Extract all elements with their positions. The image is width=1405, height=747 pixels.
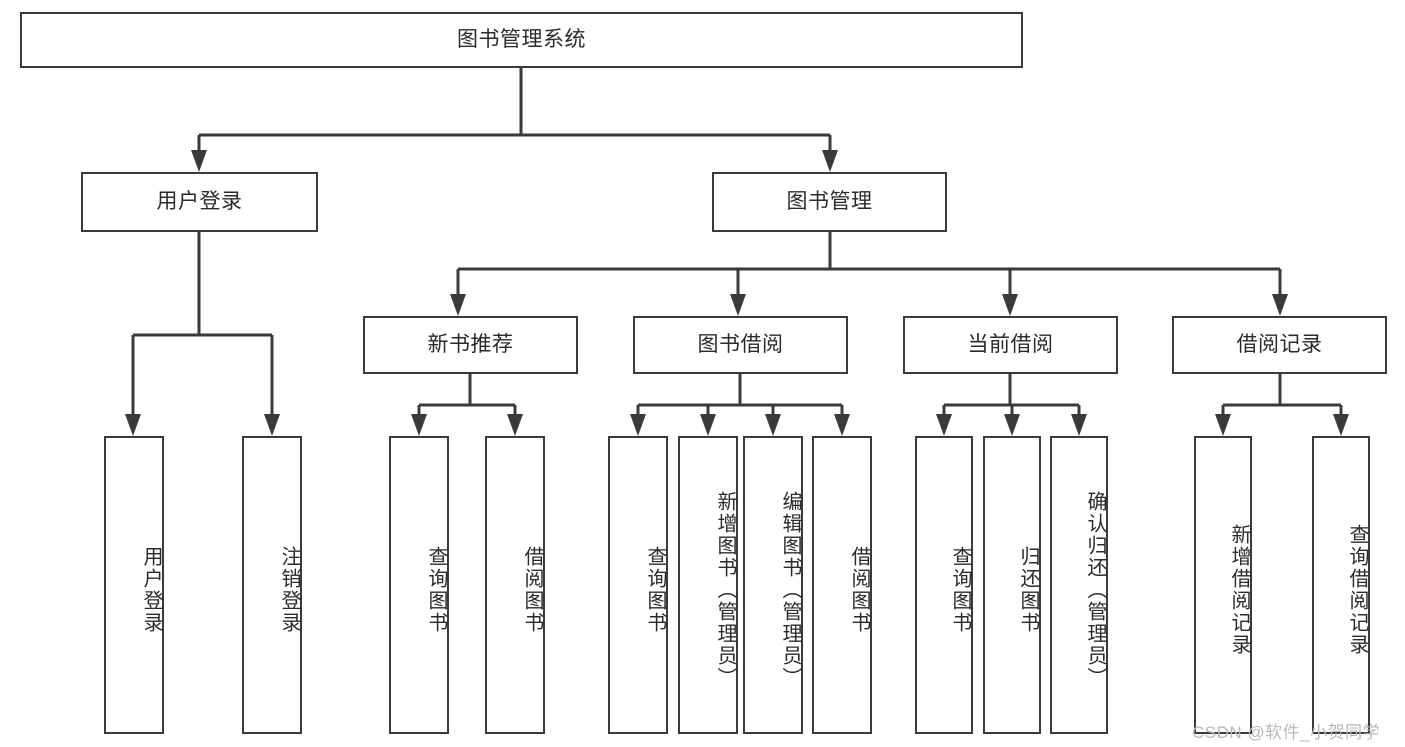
leaf-logout-label: 注销登录	[278, 546, 300, 634]
node-book-borrow[interactable]: 图书借阅	[633, 316, 848, 374]
leaf-newbook-borrow[interactable]: 借阅图书	[485, 436, 545, 734]
leaf-record-query-label: 查询借阅记录	[1346, 524, 1368, 656]
node-root-label: 图书管理系统	[457, 28, 586, 52]
leaf-current-confirm-return[interactable]: 确认归还（管理员）	[1050, 436, 1108, 734]
leaf-borrow-add-book-label: 新增图书（管理员）	[714, 491, 736, 689]
node-book-manage[interactable]: 图书管理	[712, 172, 947, 232]
node-new-book-recommend[interactable]: 新书推荐	[363, 316, 578, 374]
node-current-borrow-label: 当前借阅	[967, 333, 1054, 357]
node-borrow-records-label: 借阅记录	[1236, 333, 1323, 357]
leaf-record-query[interactable]: 查询借阅记录	[1312, 436, 1370, 734]
leaf-newbook-query[interactable]: 查询图书	[389, 436, 449, 734]
node-borrow-records[interactable]: 借阅记录	[1172, 316, 1387, 374]
leaf-borrow-edit-book[interactable]: 编辑图书（管理员）	[743, 436, 803, 734]
leaf-current-query-label: 查询图书	[949, 546, 971, 634]
leaf-borrow-query[interactable]: 查询图书	[608, 436, 668, 734]
leaf-record-add[interactable]: 新增借阅记录	[1194, 436, 1252, 734]
node-book-manage-label: 图书管理	[786, 190, 873, 214]
node-current-borrow[interactable]: 当前借阅	[903, 316, 1118, 374]
leaf-borrow-query-label: 查询图书	[644, 546, 666, 634]
leaf-user-login-label: 用户登录	[140, 546, 162, 634]
leaf-record-add-label: 新增借阅记录	[1228, 524, 1250, 656]
leaf-borrow-add-book[interactable]: 新增图书（管理员）	[678, 436, 738, 734]
node-user-login-label: 用户登录	[156, 190, 243, 214]
leaf-current-query[interactable]: 查询图书	[915, 436, 973, 734]
leaf-newbook-borrow-label: 借阅图书	[521, 546, 543, 634]
leaf-borrow-edit-book-label: 编辑图书（管理员）	[779, 491, 801, 689]
leaf-current-confirm-return-label: 确认归还（管理员）	[1084, 491, 1106, 689]
node-root[interactable]: 图书管理系统	[20, 12, 1023, 68]
leaf-borrow-borrow-book[interactable]: 借阅图书	[812, 436, 872, 734]
leaf-current-return[interactable]: 归还图书	[983, 436, 1041, 734]
watermark: CSDN @软件_小贺同学	[1192, 723, 1381, 742]
node-user-login[interactable]: 用户登录	[81, 172, 318, 232]
node-new-book-recommend-label: 新书推荐	[427, 333, 514, 357]
leaf-current-return-label: 归还图书	[1017, 546, 1039, 634]
node-book-borrow-label: 图书借阅	[697, 333, 784, 357]
leaf-logout[interactable]: 注销登录	[242, 436, 302, 734]
leaf-user-login[interactable]: 用户登录	[104, 436, 164, 734]
leaf-newbook-query-label: 查询图书	[425, 546, 447, 634]
leaf-borrow-borrow-book-label: 借阅图书	[848, 546, 870, 634]
